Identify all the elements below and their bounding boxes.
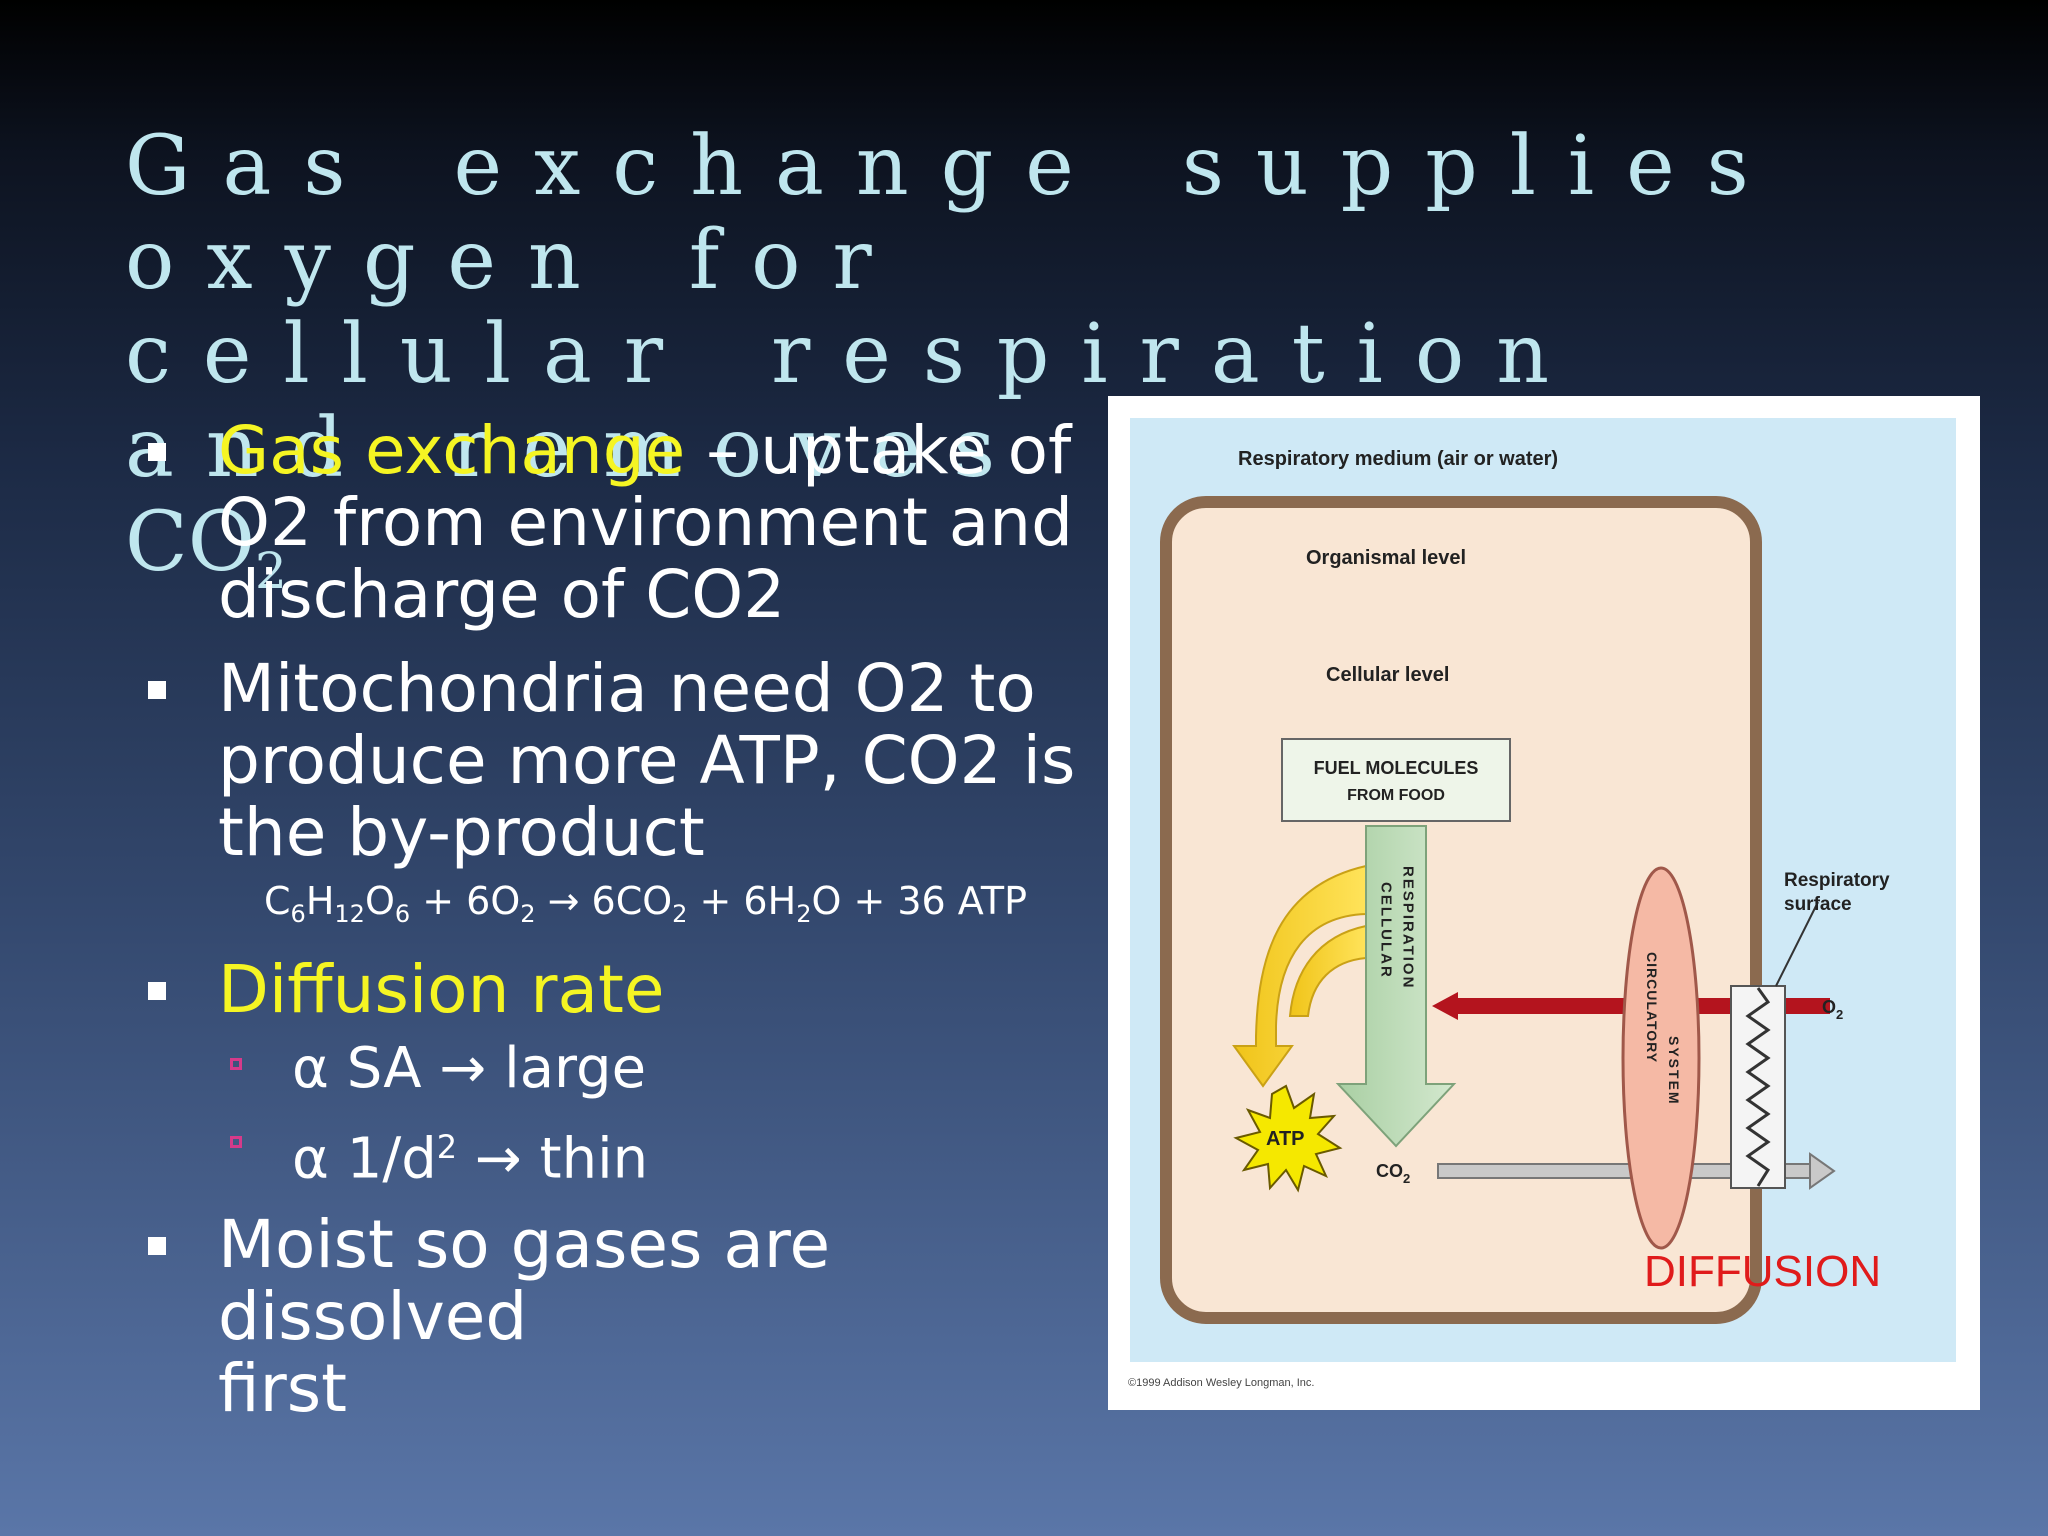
title-line-2: cellular respiration and removes	[125, 307, 1582, 496]
gas-exchange-def-2: O2 from environment and	[218, 484, 1073, 561]
respiration-equation: C6H12O6 + 6O2 → 6CO2 + 6H2O + 36 ATP	[140, 873, 1080, 942]
bullet-moist: Moist so gases are dissolved first	[140, 1205, 1080, 1427]
circulatory-vertical-label: CIRCULATORY	[1644, 952, 1660, 1063]
diffusion-label: DIFFUSION	[1644, 1247, 1881, 1296]
respiratory-surface-pointer	[1775, 901, 1819, 987]
fuel-molecules-line-2: FROM FOOD	[1347, 787, 1445, 804]
mitochondria-line-2: produce more ATP, CO2 is	[218, 722, 1076, 799]
eq-o: O	[364, 879, 395, 923]
title-line-1: Gas exchange supplies oxygen for	[125, 119, 1781, 308]
eq-plus-h2o: + 6H	[687, 879, 797, 923]
eq-c: C	[264, 879, 291, 923]
eq-plus-o2: + 6O	[410, 879, 521, 923]
surface-area-text: α SA → large	[292, 1036, 647, 1101]
respiration-vertical-label: RESPIRATION	[1400, 866, 1417, 989]
o2-arrow-head	[1432, 992, 1458, 1020]
distance-superscript: 2	[436, 1128, 458, 1166]
respiratory-medium-label: Respiratory medium (air or water)	[1238, 448, 1558, 470]
energy-yellow-arrow	[1232, 864, 1367, 1088]
bullet-diffusion-rate: Diffusion rate	[140, 954, 1080, 1026]
copyright-notice: ©1999 Addison Wesley Longman, Inc.	[1128, 1377, 1314, 1389]
co2-text: CO	[1376, 1161, 1403, 1181]
eq-o-sub: 6	[394, 900, 411, 928]
eq-c-sub: 6	[290, 900, 306, 928]
gas-exchange-diagram: Respiratory medium (air or water) Organi…	[1108, 396, 1980, 1410]
co2-arrow-head	[1809, 1152, 1836, 1190]
co2-diagram-label: CO2	[1376, 1161, 1410, 1186]
bullet-marker	[148, 982, 166, 1000]
sub-bullet-marker	[230, 1136, 242, 1148]
sub-bullet-marker	[230, 1058, 242, 1070]
bullet-marker	[148, 1236, 166, 1255]
gas-exchange-def-3: discharge of CO2	[218, 556, 786, 633]
fuel-molecules-line-1: FUEL MOLECULES	[1314, 758, 1479, 778]
co2-subscript: 2	[1403, 1171, 1410, 1186]
eq-arrow-co2: → 6CO	[535, 879, 673, 923]
eq-h2-sub: 2	[796, 900, 812, 928]
gas-exchange-term: Gas exchange	[218, 412, 686, 489]
mitochondria-line-1: Mitochondria need O2 to	[218, 650, 1036, 727]
title-co2-text: CO	[125, 495, 255, 590]
distance-text-post: → thin	[457, 1126, 649, 1192]
eq-co2-sub: 2	[672, 900, 688, 928]
o2-subscript: 2	[1836, 1007, 1843, 1022]
bullet-mitochondria: Mitochondria need O2 to produce more ATP…	[140, 653, 1080, 869]
eq-tail: O + 36 ATP	[811, 879, 1027, 923]
cellular-respiration-arrow	[1335, 825, 1457, 1148]
eq-h-sub: 12	[334, 900, 365, 928]
title-co2-subscript: 2	[254, 542, 287, 600]
atp-label: ATP	[1266, 1128, 1305, 1150]
bullet-marker	[148, 443, 166, 461]
organismal-level-label: Organismal level	[1306, 547, 1466, 569]
system-vertical-label: SYSTEM	[1666, 1036, 1682, 1106]
eq-h: H	[305, 879, 335, 923]
atp-starburst	[1233, 1084, 1343, 1193]
bullet-gas-exchange: Gas exchange – uptake of O2 from environ…	[140, 415, 1080, 631]
diagram-svg: Respiratory medium (air or water) Organi…	[1128, 418, 1956, 1389]
cellular-level-label: Cellular level	[1326, 664, 1449, 686]
sub-bullet-surface-area: α SA → large	[140, 1030, 1080, 1108]
mitochondria-line-3: the by-product	[218, 794, 705, 871]
respiratory-surface-label-1: Respiratory	[1784, 870, 1890, 891]
title-line-3: CO2	[125, 495, 287, 601]
fuel-molecules-box	[1281, 738, 1511, 822]
o2-diagram-label: O2	[1822, 997, 1843, 1022]
respiratory-surface	[1730, 985, 1786, 1189]
distance-text-pre: α 1/d	[292, 1126, 437, 1192]
bullet-list: Gas exchange – uptake of O2 from environ…	[140, 415, 1080, 1425]
moist-line-2: first	[218, 1349, 347, 1427]
o2-text: O	[1822, 997, 1836, 1017]
energy-yellow-arrow-inner	[1288, 924, 1367, 1017]
respiratory-surface-label-2: surface	[1784, 894, 1852, 915]
respiratory-surface-fold	[1745, 987, 1771, 1187]
cellular-vertical-label: CELLULAR	[1378, 882, 1395, 979]
sub-bullet-distance: α 1/d2 → thin	[140, 1108, 1080, 1199]
bullet-marker	[148, 681, 166, 699]
gas-exchange-def-1: – uptake of	[685, 412, 1072, 489]
diffusion-rate-term: Diffusion rate	[218, 951, 665, 1028]
organism-body	[1160, 496, 1762, 1324]
circulatory-system	[1621, 866, 1701, 1250]
moist-line-1: Moist so gases are dissolved	[218, 1205, 831, 1355]
eq-o2-sub: 2	[520, 900, 536, 928]
